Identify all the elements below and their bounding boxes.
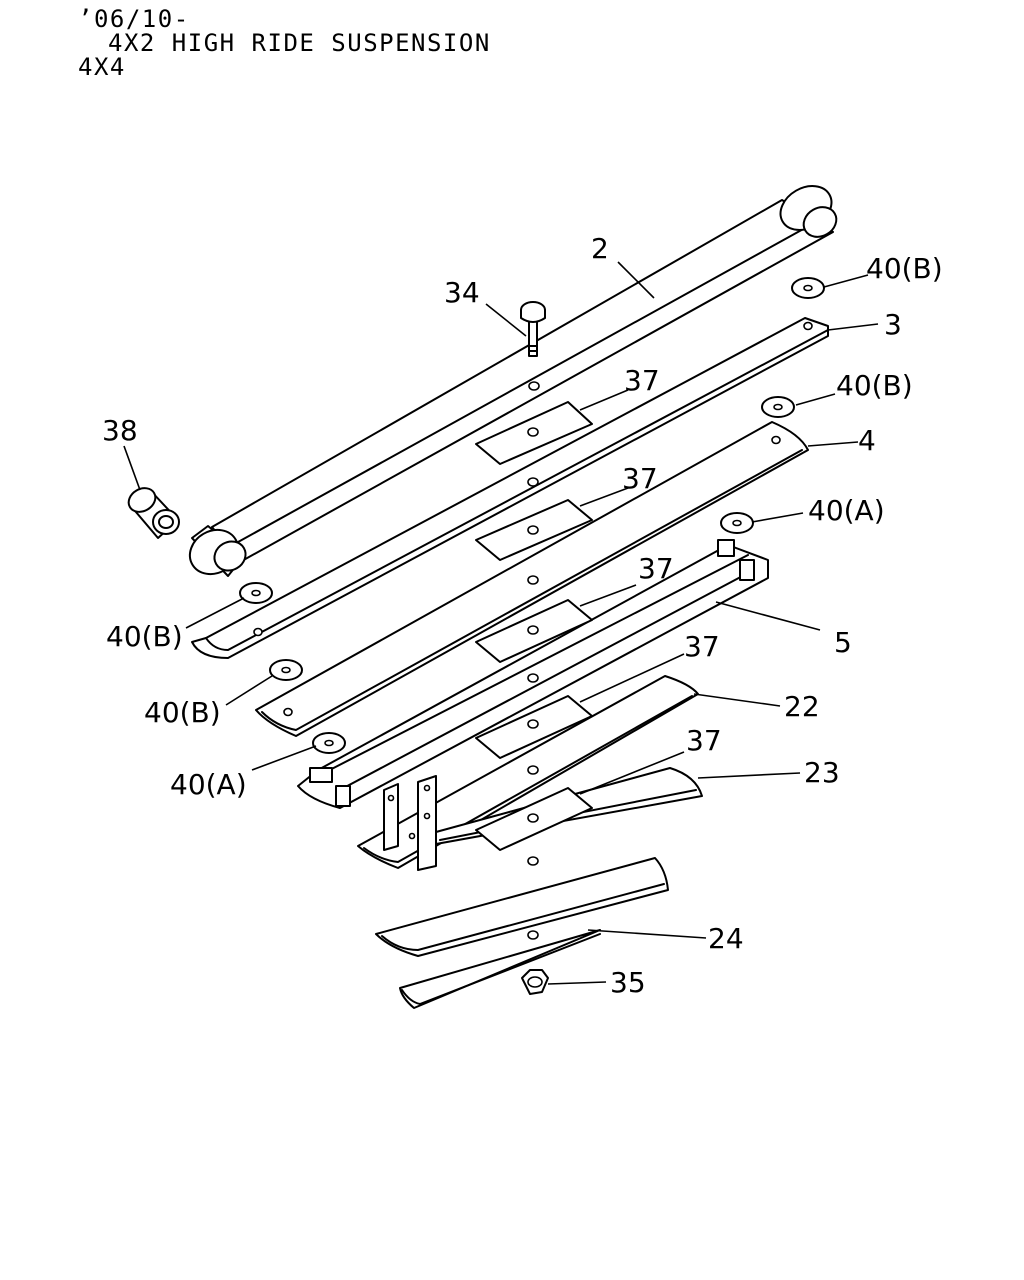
callout-37-fifth: 37: [686, 724, 722, 757]
callout-5: 5: [834, 626, 852, 659]
part-2-main-leaf[interactable]: [182, 177, 842, 583]
callout-23: 23: [804, 756, 840, 789]
part-37-spacers[interactable]: [475, 401, 593, 851]
part-35-nut[interactable]: [521, 969, 549, 995]
part-34-center-bolt[interactable]: [520, 301, 546, 357]
callout-37-first: 37: [624, 364, 660, 397]
part-brackets[interactable]: [383, 775, 437, 871]
callout-37-third: 37: [638, 552, 674, 585]
header-date-range: ’06/10-: [78, 5, 190, 33]
callout-37-second: 37: [622, 462, 658, 495]
callout-34: 34: [444, 276, 480, 309]
part-24-leaf[interactable]: [375, 857, 669, 957]
callout-40b-second: 40(B): [836, 369, 913, 402]
callout-40b-left-lower: 40(B): [144, 696, 221, 729]
part-24-bottom-leaf[interactable]: [399, 929, 601, 1009]
callout-40a-left: 40(A): [170, 768, 247, 801]
header-drive-line: 4X4: [78, 53, 126, 81]
callout-24: 24: [708, 922, 744, 955]
part-22-leaf[interactable]: [357, 675, 699, 869]
callout-3: 3: [884, 308, 902, 341]
callout-labels: 2 40(B) 3 34 37 40(B) 38 4 37 40(A) 37 4…: [102, 232, 943, 999]
part-40-washers[interactable]: [239, 277, 825, 754]
callout-22: 22: [784, 690, 820, 723]
callout-40a-top: 40(A): [808, 494, 885, 527]
callout-38: 38: [102, 414, 138, 447]
callout-4: 4: [858, 424, 876, 457]
part-3-second-leaf[interactable]: [191, 317, 829, 659]
header-model-line: 4X2 HIGH RIDE SUSPENSION: [108, 29, 491, 57]
callout-35: 35: [610, 966, 646, 999]
leader-lines: [123, 261, 879, 985]
callout-37-fourth: 37: [684, 630, 720, 663]
callout-2: 2: [591, 232, 609, 265]
callout-40b-left-upper: 40(B): [106, 620, 183, 653]
callout-40b-top: 40(B): [866, 252, 943, 285]
part-4-third-leaf[interactable]: [255, 421, 809, 737]
part-38-bushing[interactable]: [124, 483, 180, 539]
part-5-clip-leaf[interactable]: [297, 539, 769, 809]
